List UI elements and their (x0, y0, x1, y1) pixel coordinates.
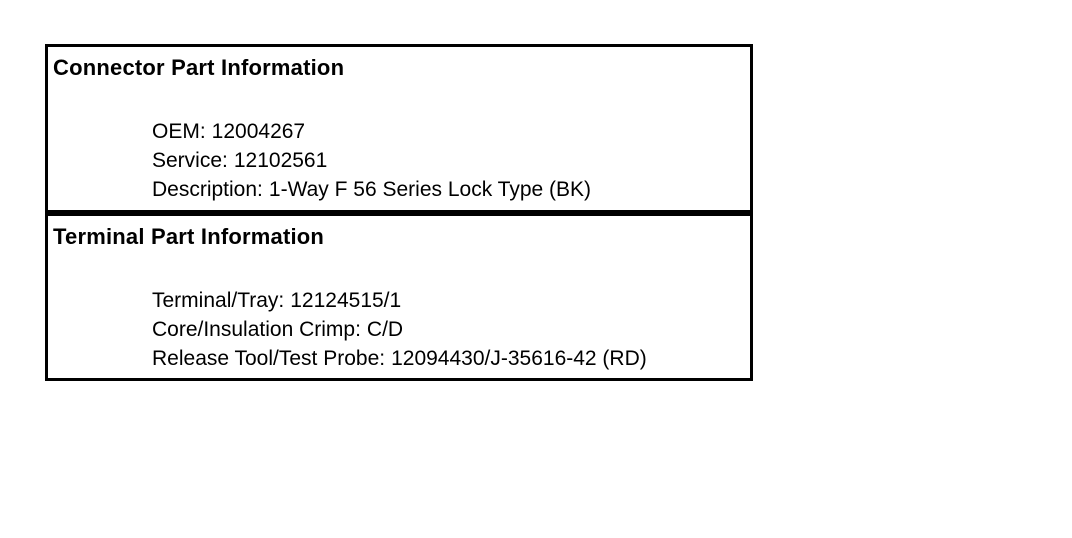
oem-label: OEM: (152, 120, 206, 143)
terminal-part-information-box: Terminal Part Information Terminal/Tray:… (45, 213, 753, 381)
service-field: Service:12102561 (152, 146, 750, 175)
core-insulation-crimp-field: Core/Insulation Crimp:C/D (152, 315, 750, 344)
connector-box-fields: OEM:12004267 Service:12102561 Descriptio… (152, 117, 750, 204)
terminal-tray-field: Terminal/Tray:12124515/1 (152, 286, 750, 315)
release-tool-test-probe-label: Release Tool/Test Probe: (152, 347, 386, 370)
terminal-tray-label: Terminal/Tray: (152, 289, 285, 312)
core-insulation-crimp-label: Core/Insulation Crimp: (152, 318, 361, 341)
core-insulation-crimp-value: C/D (366, 318, 404, 341)
description-field: Description:1-Way F 56 Series Lock Type … (152, 175, 750, 204)
oem-field: OEM:12004267 (152, 117, 750, 146)
description-value: 1-Way F 56 Series Lock Type (BK) (268, 178, 592, 201)
terminal-box-fields: Terminal/Tray:12124515/1 Core/Insulation… (152, 286, 750, 373)
terminal-box-title: Terminal Part Information (53, 224, 325, 249)
part-information-panel: Connector Part Information OEM:12004267 … (45, 44, 753, 381)
service-value: 12102561 (233, 149, 328, 172)
release-tool-test-probe-field: Release Tool/Test Probe:12094430/J-35616… (152, 344, 750, 373)
connector-box-title: Connector Part Information (53, 55, 345, 80)
terminal-tray-value: 12124515/1 (290, 289, 402, 312)
service-label: Service: (152, 149, 228, 172)
release-tool-test-probe-value: 12094430/J-35616-42 (RD) (391, 347, 647, 370)
connector-part-information-box: Connector Part Information OEM:12004267 … (45, 44, 753, 213)
description-label: Description: (152, 178, 263, 201)
oem-value: 12004267 (211, 120, 306, 143)
